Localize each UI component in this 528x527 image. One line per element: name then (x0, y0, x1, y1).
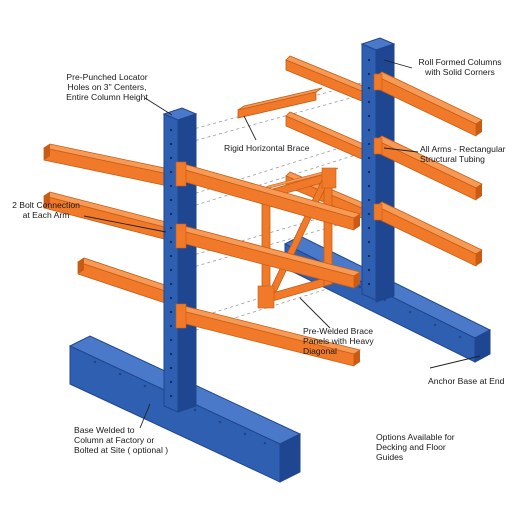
label-options: Options Available for Decking and Floor … (376, 432, 455, 463)
rigid-horizontal-brace (237, 87, 323, 119)
label-rigid-horizontal-brace: Rigid Horizontal Brace (224, 143, 310, 153)
label-roll-formed-columns: Roll Formed Columns with Solid Corners (418, 57, 502, 78)
label-anchor-base: Anchor Base at End (428, 376, 505, 386)
rear-arms-front (373, 71, 483, 267)
label-base-welded: Base Welded to Column at Factory or Bolt… (74, 425, 169, 456)
leader-lines (83, 59, 481, 429)
label-locator-holes: Pre-Punched Locator Holes on 3" Centers,… (66, 72, 148, 103)
label-brace-panels: Pre-Welded Brace Panels with Heavy Diago… (303, 326, 374, 357)
front-column (162, 107, 198, 413)
label-bolt-connection: 2 Bolt Connection at Each Arm (12, 200, 80, 221)
label-all-arms: All Arms - Rectangular Structural Tubing (420, 144, 506, 165)
front-arms-back (42, 143, 176, 305)
front-arms-front (175, 161, 361, 367)
rear-column (360, 37, 396, 303)
